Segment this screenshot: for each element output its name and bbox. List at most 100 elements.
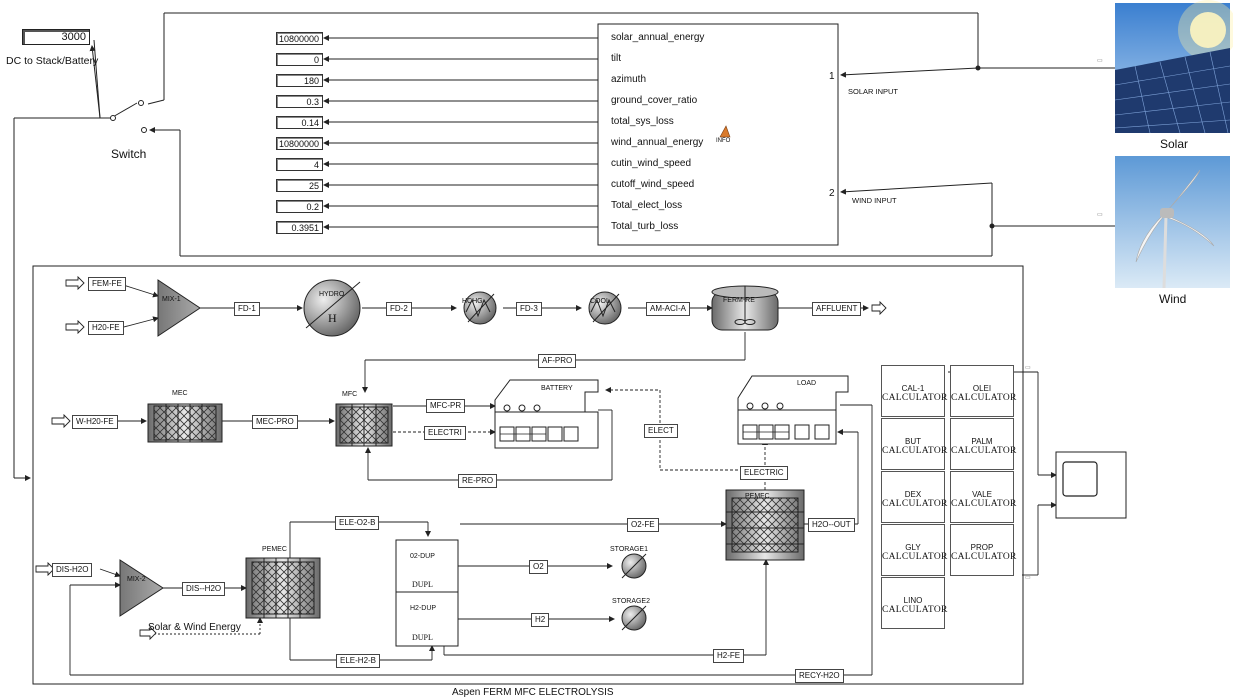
param-port-label: tilt — [611, 53, 621, 64]
stream-recy-h2o[interactable]: RECY-H2O — [795, 669, 844, 683]
calculator-type: CALCULATOR — [882, 605, 944, 615]
block-ferm-re[interactable]: FERM-RE — [723, 297, 755, 304]
calculator-name: OLEI — [951, 384, 1013, 393]
param-port-label: cutin_wind_speed — [611, 158, 691, 169]
block-h2-dup[interactable]: H2-DUP — [410, 605, 436, 612]
solar-photo-caption: Solar — [1160, 137, 1188, 151]
calculator-type: CALCULATOR — [951, 552, 1013, 562]
block-battery[interactable]: BATTERY — [541, 385, 573, 392]
stream-electric[interactable]: ELECTRIC — [740, 466, 788, 480]
block-hydro-h: H — [328, 311, 337, 326]
stream-ele-o2-b[interactable]: ELE-O2-B — [335, 516, 379, 530]
param-port-label: ground_cover_ratio — [611, 95, 697, 106]
stream-h20-fe[interactable]: H20-FE — [88, 321, 124, 335]
param-port-label: wind_annual_energy — [611, 137, 703, 148]
block-mix-1[interactable]: MIX-1 — [162, 296, 181, 303]
stream-dis-h2o[interactable]: DIS-H2O — [52, 563, 92, 577]
block-pemec[interactable]: PEMEC — [262, 546, 287, 553]
param-port-label: azimuth — [611, 74, 646, 85]
calculator-type: CALCULATOR — [951, 499, 1013, 509]
port-2-label: 2 — [829, 188, 835, 199]
stream-fd-1[interactable]: FD-1 — [234, 302, 260, 316]
calculator-type: CALCULATOR — [882, 393, 944, 403]
wind-input-label: WIND INPUT — [852, 196, 897, 205]
block-o2-dupl: DUPL — [412, 580, 433, 589]
param-port-label: Total_turb_loss — [611, 221, 678, 232]
block-mec[interactable]: MEC — [172, 390, 188, 397]
calculator-type: CALCULATOR — [951, 393, 1013, 403]
param-display: 0.2 — [276, 200, 323, 213]
stream-elect[interactable]: ELECT — [644, 424, 678, 438]
param-display: 4 — [276, 158, 323, 171]
param-display: 10800000 — [276, 137, 323, 150]
port-1-label: 1 — [829, 71, 835, 82]
calculator-name: VALE — [951, 490, 1013, 499]
calculator-name: DEX — [882, 490, 944, 499]
calculator-name: BUT — [882, 437, 944, 446]
block-hydro[interactable]: HYDRO — [319, 291, 344, 298]
stream-mfc-pr[interactable]: MFC-PR — [426, 399, 465, 413]
stream-fem-fe[interactable]: FEM-FE — [88, 277, 126, 291]
param-port-label: solar_annual_energy — [611, 32, 704, 43]
stream-am-aci-a[interactable]: AM-ACI-A — [646, 302, 690, 316]
stream-re-pro[interactable]: RE-PRO — [458, 474, 497, 488]
stream-w-h20-fe[interactable]: W-H20-FE — [72, 415, 118, 429]
stream-fd-3[interactable]: FD-3 — [516, 302, 542, 316]
param-display: 0.3951 — [276, 221, 323, 234]
block-hchg[interactable]: HCHG — [462, 298, 483, 305]
svg-text:▭: ▭ — [1025, 365, 1031, 371]
stream-mec-pro[interactable]: MEC-PRO — [252, 415, 298, 429]
block-load[interactable]: LOAD — [797, 380, 816, 387]
param-display: 25 — [276, 179, 323, 192]
block-pemfc[interactable]: PEMFC — [745, 493, 770, 500]
stream-ele-h2-b[interactable]: ELE-H2-B — [336, 654, 380, 668]
block-h2-dupl: DUPL — [412, 633, 433, 642]
param-display: 180 — [276, 74, 323, 87]
block-cool[interactable]: COOL — [590, 298, 610, 305]
stream-affluent[interactable]: AFFLUENT — [812, 302, 861, 316]
param-port-label: cutoff_wind_speed — [611, 179, 694, 190]
block-storage1[interactable]: STORAGE1 — [610, 546, 648, 553]
solar-wind-energy-label: Solar & Wind Energy — [148, 622, 241, 633]
param-display: 10800000 — [276, 32, 323, 45]
param-port-label: total_sys_loss — [611, 116, 674, 127]
block-mfc[interactable]: MFC — [342, 391, 357, 398]
wind-photo-caption: Wind — [1159, 292, 1186, 306]
param-port-label: Total_elect_loss — [611, 200, 682, 211]
solar-input-label: SOLAR INPUT — [848, 87, 898, 96]
calculator-type: CALCULATOR — [882, 446, 944, 456]
block-mix-2[interactable]: MIX-2 — [127, 576, 146, 583]
info-label[interactable]: INFO — [716, 138, 730, 144]
param-display: 0.3 — [276, 95, 323, 108]
svg-text:▭: ▭ — [1097, 212, 1103, 218]
param-display: 0.14 — [276, 116, 323, 129]
svg-text:▭: ▭ — [1097, 58, 1103, 64]
stream-h2[interactable]: H2 — [531, 613, 549, 627]
stream-o2-fe[interactable]: O2-FE — [627, 518, 659, 532]
stream-electri[interactable]: ELECTRI — [424, 426, 466, 440]
stream-fd-2[interactable]: FD-2 — [386, 302, 412, 316]
stream-dis--h2o[interactable]: DIS--H2O — [182, 582, 225, 596]
block-storage2[interactable]: STORAGE2 — [612, 598, 650, 605]
param-display: 0 — [276, 53, 323, 66]
stream-h2o-out[interactable]: H2O--OUT — [808, 518, 855, 532]
calculator-name: CAL-1 — [882, 384, 944, 393]
calculator-name: PROP — [951, 543, 1013, 552]
stream-h2-fe[interactable]: H2-FE — [713, 649, 744, 663]
stream-o2[interactable]: O2 — [529, 560, 548, 574]
calculator-type: CALCULATOR — [882, 552, 944, 562]
svg-text:▭: ▭ — [1025, 575, 1031, 581]
block-o2-dup[interactable]: 02-DUP — [410, 553, 435, 560]
calculator-name: LINO — [882, 596, 944, 605]
stream-af-pro[interactable]: AF-PRO — [538, 354, 576, 368]
